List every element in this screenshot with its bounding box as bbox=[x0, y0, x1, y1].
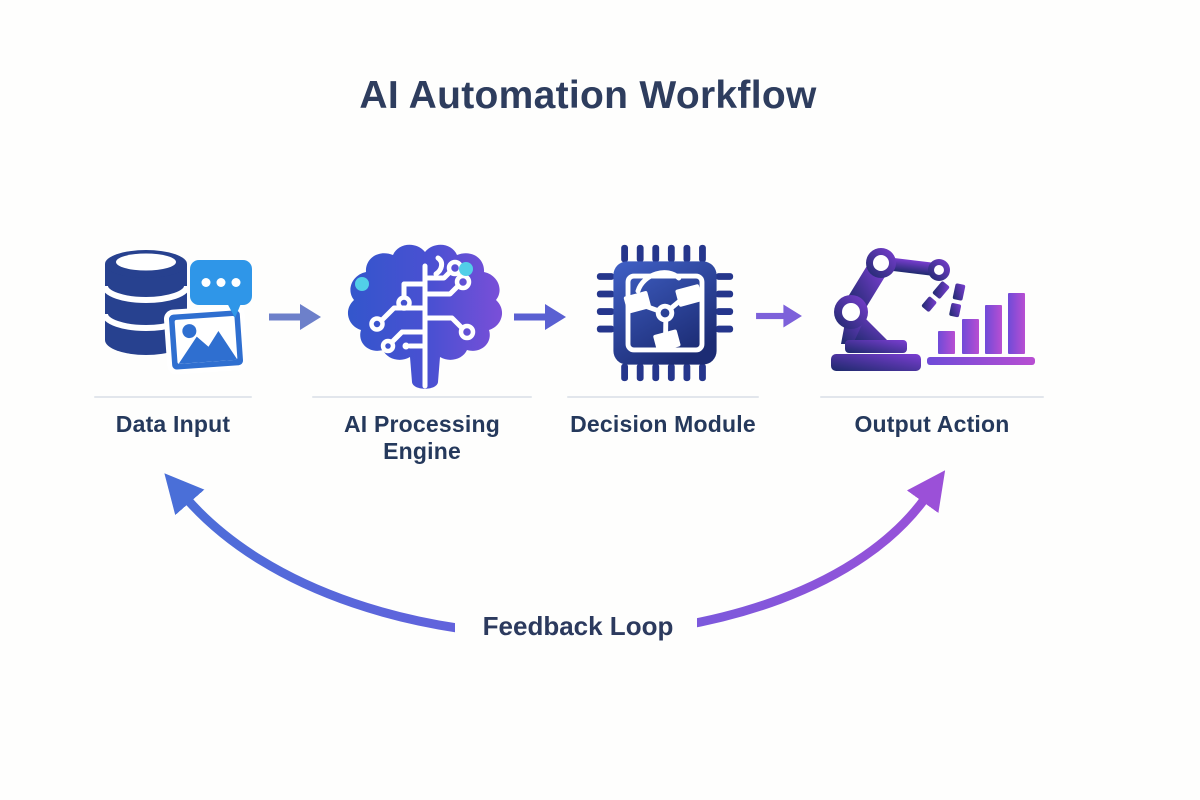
divider bbox=[820, 396, 1044, 398]
feedback-loop-arrow bbox=[164, 470, 946, 676]
decision-tree-glyph bbox=[623, 270, 703, 352]
chat-bubble-icon bbox=[190, 260, 252, 318]
stage-label: Decision Module bbox=[570, 411, 756, 437]
stage-decision-module: Decision Module bbox=[567, 396, 759, 438]
data-input-icon bbox=[102, 250, 252, 375]
curve-text-gap bbox=[455, 598, 697, 676]
stage-label: Output Action bbox=[854, 411, 1010, 437]
stage-label: AI Processing Engine bbox=[344, 411, 500, 464]
circuit-traces bbox=[379, 255, 465, 389]
stage-label: Data Input bbox=[115, 411, 231, 437]
arrow-right-icon bbox=[269, 304, 321, 330]
arrow-right-icon bbox=[514, 304, 566, 330]
chip-pins bbox=[596, 244, 734, 382]
cyan-node-left bbox=[355, 277, 369, 291]
stage-data-input: Data Input bbox=[94, 396, 252, 438]
page-title: AI Automation Workflow bbox=[359, 74, 817, 117]
cyan-node-right bbox=[459, 262, 473, 276]
stage-ai-processing: AI Processing Engine bbox=[312, 396, 532, 465]
circuit-nodes bbox=[369, 259, 476, 354]
divider bbox=[312, 396, 532, 398]
stage-output-action: Output Action bbox=[820, 396, 1044, 438]
divider bbox=[567, 396, 759, 398]
robot-arm-chart-icon bbox=[831, 248, 1035, 371]
database-icon bbox=[102, 250, 190, 355]
robot-arm-icon bbox=[831, 248, 966, 371]
arrow-right-icon bbox=[756, 304, 802, 328]
bar-chart-icon bbox=[927, 293, 1035, 365]
gripper bbox=[921, 281, 966, 318]
photo-icon bbox=[163, 305, 249, 375]
divider bbox=[94, 396, 252, 398]
chip-icon bbox=[596, 244, 734, 382]
feedback-loop-label: Feedback Loop bbox=[482, 611, 674, 641]
white-dot bbox=[402, 342, 410, 350]
ai-brain-icon bbox=[347, 244, 503, 389]
